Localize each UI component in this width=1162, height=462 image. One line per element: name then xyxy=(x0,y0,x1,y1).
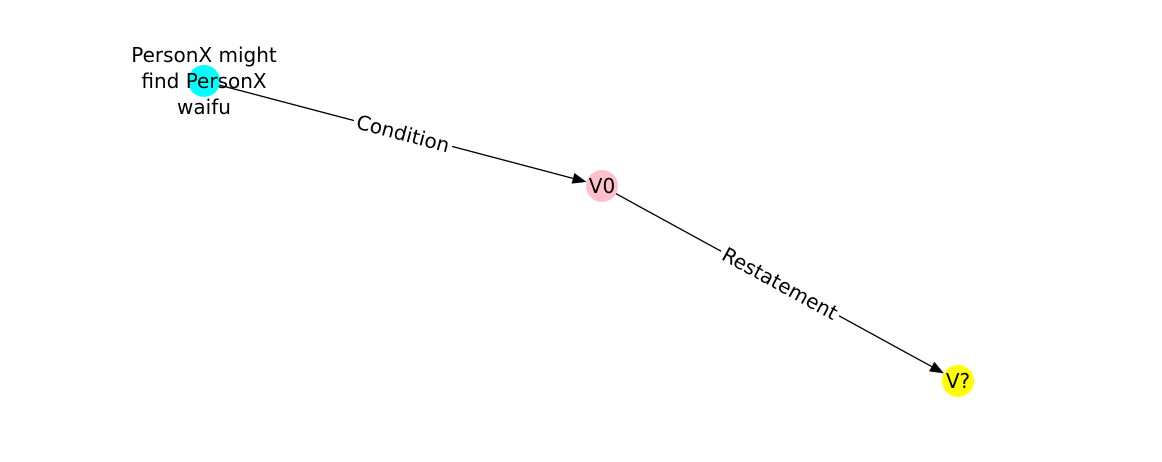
node-n0 xyxy=(188,65,220,97)
node-label-line: V0 xyxy=(589,174,615,198)
nodes-layer xyxy=(188,65,974,397)
node-label-line: find PersonX xyxy=(141,69,267,93)
node-label-line: PersonX might xyxy=(131,43,277,67)
arrow-head-icon xyxy=(929,361,944,374)
edge-label-group: Condition xyxy=(350,107,456,160)
node-circle xyxy=(188,65,220,97)
node-label-line: waifu xyxy=(177,95,231,119)
node-label-line: V? xyxy=(946,369,970,393)
node-circle xyxy=(942,365,974,397)
edge-label: Restatement xyxy=(718,242,842,325)
edge-label-background xyxy=(714,239,846,328)
edge-label-background xyxy=(350,107,456,160)
node-n2 xyxy=(942,365,974,397)
node-circle xyxy=(586,170,618,202)
node-n1 xyxy=(586,170,618,202)
edges-layer xyxy=(206,81,944,374)
edge-label: Condition xyxy=(354,110,452,158)
arrow-head-icon xyxy=(571,173,587,184)
edge-label-group: Restatement xyxy=(714,239,846,328)
